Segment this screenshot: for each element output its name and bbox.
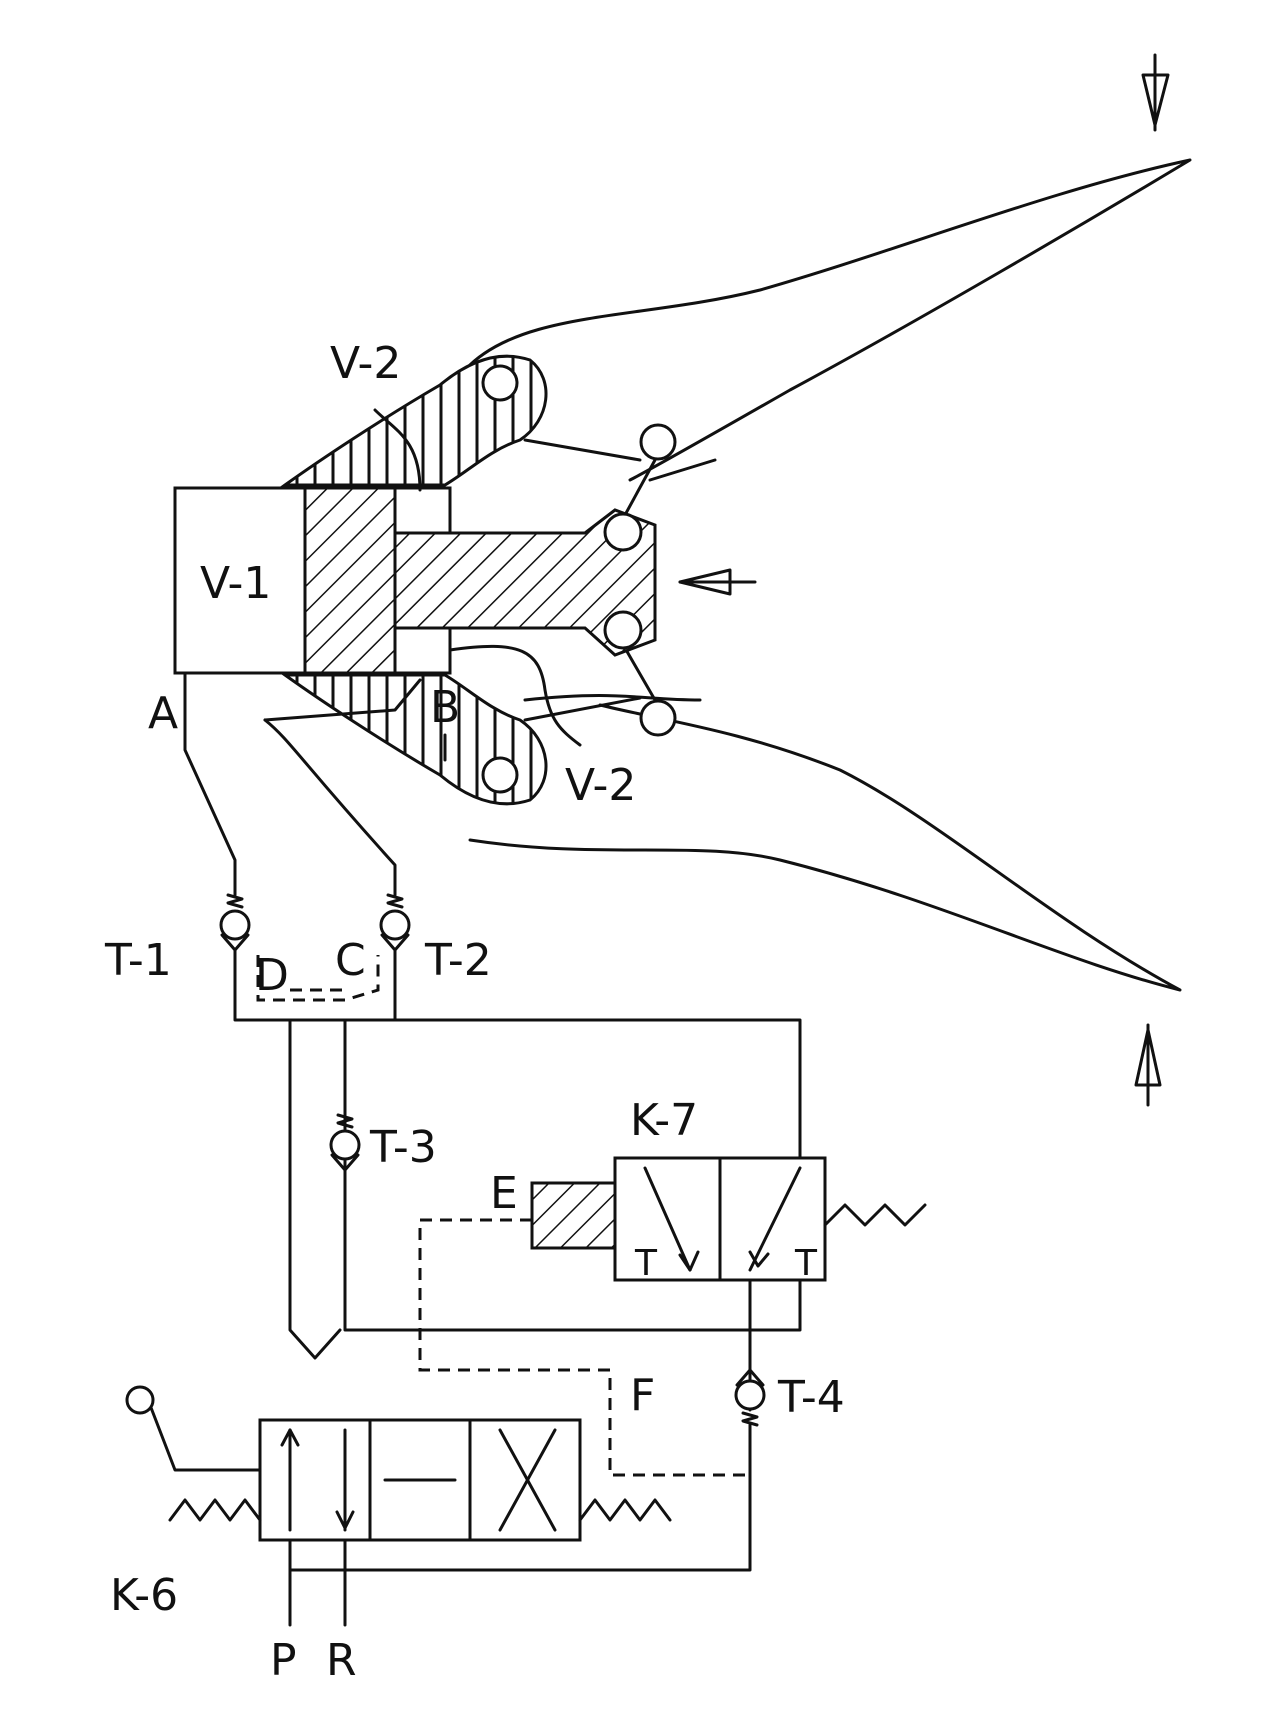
- lower-link-pin-icon: [639, 699, 677, 737]
- arrow-middle-right-icon: [678, 568, 757, 596]
- upper-arm-pivot-icon: [481, 364, 519, 402]
- piston-rod: [393, 508, 657, 657]
- rod-pin-lower-icon: [603, 610, 643, 650]
- label-v2-bottom: V-2: [565, 760, 636, 811]
- label-a: A: [148, 688, 178, 739]
- rod-pin-upper-icon: [603, 512, 643, 552]
- check-valve-t2: [379, 893, 411, 952]
- label-r: R: [326, 1635, 357, 1686]
- label-v1: V-1: [200, 558, 271, 609]
- label-p: P: [270, 1635, 297, 1686]
- label-e: E: [490, 1168, 518, 1219]
- arrow-bottom-right-icon: [1134, 1023, 1162, 1107]
- label-t2: T-2: [424, 935, 492, 986]
- label-t3: T-3: [369, 1122, 437, 1173]
- lower-arm: [280, 646, 677, 806]
- upper-jaw: [463, 158, 1192, 482]
- cylinder-v1: [173, 486, 307, 675]
- check-valve-t3: [329, 1113, 361, 1172]
- chamber-top: [393, 486, 452, 535]
- label-port-t-left: T: [634, 1243, 658, 1284]
- piston-head: [303, 486, 397, 675]
- label-port-t-right: T: [794, 1243, 818, 1284]
- label-c: C: [335, 935, 366, 986]
- lower-arm-pivot-icon: [481, 756, 519, 794]
- k6-lever-knob-icon[interactable]: [125, 1385, 155, 1415]
- label-b: B: [430, 682, 460, 733]
- upper-link-pin-icon: [639, 423, 677, 461]
- label-k6: K-6: [110, 1570, 178, 1621]
- label-k7: K-7: [630, 1095, 698, 1146]
- check-valve-t1: [219, 893, 251, 952]
- label-t1: T-1: [104, 935, 172, 986]
- upper-arm: [280, 354, 677, 517]
- arrow-top-right-icon: [1141, 53, 1170, 132]
- chamber-bottom: [393, 626, 452, 675]
- check-valve-t4: [288, 1368, 766, 1572]
- valve-k7: [530, 1156, 927, 1412]
- lower-jaw: [468, 694, 1182, 992]
- label-d: D: [255, 950, 289, 1001]
- k7-pilot-actuator: [530, 1181, 617, 1250]
- valve-k6: [125, 1385, 672, 1542]
- label-t4: T-4: [777, 1372, 845, 1423]
- label-v2-top: V-2: [330, 338, 401, 389]
- label-f: F: [630, 1370, 655, 1421]
